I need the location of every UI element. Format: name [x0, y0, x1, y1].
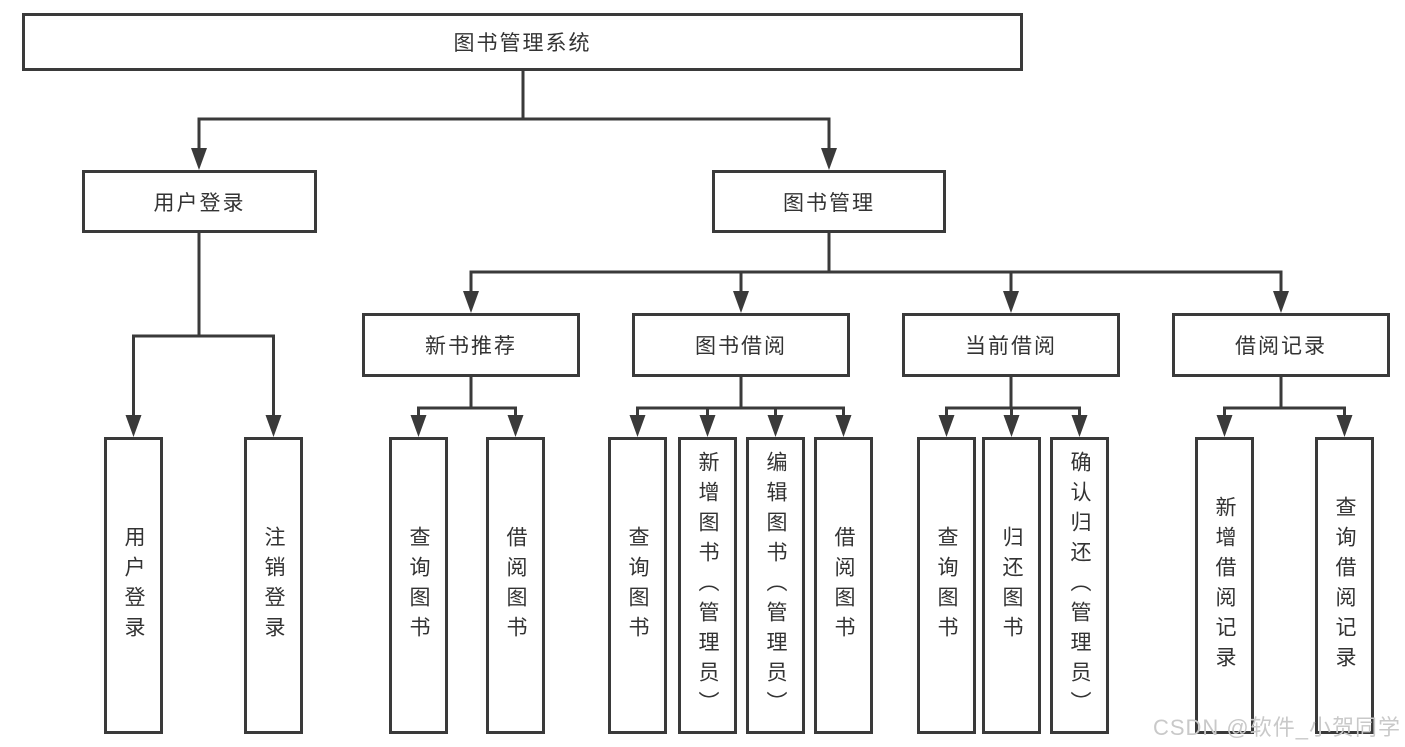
node-borrow-record: 借阅记录: [1172, 313, 1390, 377]
csdn-watermark: CSDN @软件_小贺同学: [1152, 715, 1401, 740]
arrowhead-icon: [1336, 415, 1353, 437]
arrowhead-icon: [938, 415, 955, 437]
connector-borrow-record-branch: [1223, 375, 1346, 417]
leaf-query-books-recommend: 查询图书: [389, 437, 448, 734]
connector-user-login-branch: [132, 231, 275, 417]
arrowhead-icon: [265, 415, 282, 437]
node-root-library-system: 图书管理系统: [22, 13, 1023, 71]
leaf-query-books-current: 查询图书: [917, 437, 976, 734]
arrowhead-icon: [1003, 291, 1019, 313]
connector-book-mgmt-branch: [469, 231, 1283, 293]
arrowhead-icon: [835, 415, 852, 437]
connector-book-borrow-branch: [636, 375, 845, 417]
arrowhead-icon: [767, 415, 784, 437]
arrowhead-icon: [191, 148, 207, 170]
connector-current-borrow-branch: [945, 375, 1081, 417]
node-book-borrow: 图书借阅: [632, 313, 850, 377]
arrowhead-icon: [1071, 415, 1088, 437]
leaf-query-borrow-record: 查询借阅记录: [1315, 437, 1374, 734]
node-current-borrow: 当前借阅: [902, 313, 1120, 377]
leaf-add-borrow-record: 新增借阅记录: [1195, 437, 1254, 734]
leaf-user-login: 用户登录: [104, 437, 163, 734]
leaf-add-books-admin: 新增图书（管理员）: [678, 437, 737, 734]
connector-root-to-level1: [197, 69, 831, 150]
arrowhead-icon: [1273, 291, 1289, 313]
arrowhead-icon: [1216, 415, 1233, 437]
leaf-return-books: 归还图书: [982, 437, 1041, 734]
arrowhead-icon: [125, 415, 142, 437]
leaf-borrow-books-recommend: 借阅图书: [486, 437, 545, 734]
connector-new-book-branch: [417, 375, 517, 417]
leaf-borrow-books: 借阅图书: [814, 437, 873, 734]
leaf-logout: 注销登录: [244, 437, 303, 734]
arrowhead-icon: [463, 291, 479, 313]
arrowhead-icon: [507, 415, 524, 437]
arrowhead-icon: [733, 291, 749, 313]
node-book-management: 图书管理: [712, 170, 946, 233]
leaf-confirm-return-admin: 确认归还（管理员）: [1050, 437, 1109, 734]
arrowhead-icon: [699, 415, 716, 437]
arrowhead-icon: [821, 148, 837, 170]
node-new-book-recommend: 新书推荐: [362, 313, 580, 377]
arrowhead-icon: [629, 415, 646, 437]
arrowhead-icon: [1003, 415, 1020, 437]
leaf-edit-books-admin: 编辑图书（管理员）: [746, 437, 805, 734]
node-user-login: 用户登录: [82, 170, 317, 233]
leaf-query-books-borrow: 查询图书: [608, 437, 667, 734]
arrowhead-icon: [410, 415, 427, 437]
